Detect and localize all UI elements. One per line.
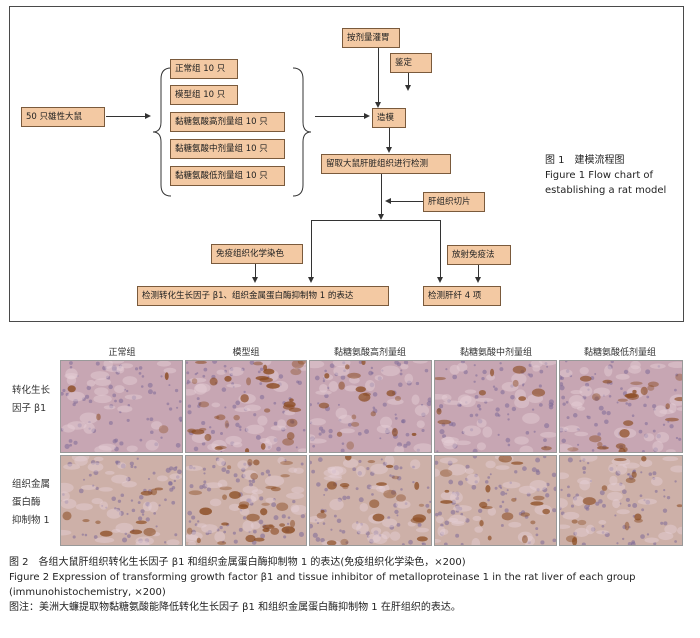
arrow <box>405 85 411 91</box>
micrograph-timp-high <box>309 455 432 546</box>
connector <box>389 128 390 148</box>
box-high-dose-group: 黏糖氨酸高剂量组 10 只 <box>170 112 285 132</box>
box-model-group: 模型组 10 只 <box>170 85 238 105</box>
micrograph-tgf-normal <box>60 360 183 453</box>
arrow <box>375 102 381 108</box>
figure1-flowchart: 50 只雄性大鼠 正常组 10 只 模型组 10 只 黏糖氨酸高剂量组 10 只… <box>9 6 684 322</box>
figure2-caption: 图 2 各组大鼠肝组织转化生长因子 β1 和组织金属蛋白酶抑制物 1 的表达(免… <box>9 555 689 615</box>
arrow <box>386 147 392 153</box>
box-radioimmunoassay: 放射免疫法 <box>447 245 511 265</box>
column-header-normal: 正常组 <box>108 348 136 358</box>
column-header-high-dose: 黏糖氨酸高剂量组 <box>333 348 406 358</box>
micrograph-tgf-model <box>185 360 307 453</box>
box-rats: 50 只雄性大鼠 <box>21 107 105 127</box>
left-brace <box>151 67 173 197</box>
connector <box>255 264 256 278</box>
figure1-caption: 图 1 建模流程图 Figure 1 Flow chart of establi… <box>545 153 666 198</box>
connector <box>381 174 382 215</box>
box-identify: 鉴定 <box>390 53 432 73</box>
figure2-caption-cn: 图 2 各组大鼠肝组织转化生长因子 β1 和组织金属蛋白酶抑制物 1 的表达(免… <box>9 557 466 568</box>
micrograph-timp-mid <box>434 455 557 546</box>
connector <box>440 220 441 278</box>
right-brace <box>291 67 313 197</box>
figure1-caption-cn: 图 1 建模流程图 <box>545 155 625 166</box>
connector <box>106 116 146 117</box>
box-normal-group: 正常组 10 只 <box>170 59 238 79</box>
arrow <box>364 113 370 119</box>
box-ihc-staining: 免疫组织化学染色 <box>211 244 303 264</box>
arrow <box>475 277 481 283</box>
connector <box>311 220 441 221</box>
micrograph-timp-model <box>185 455 307 546</box>
micrograph-timp-low <box>559 455 683 546</box>
arrow <box>308 277 314 283</box>
figure2-caption-en-1: Figure 2 Expression of transforming grow… <box>9 572 636 583</box>
micrograph-tgf-mid <box>434 360 557 453</box>
arrow <box>252 277 258 283</box>
connector <box>378 48 379 103</box>
micrograph-timp-normal <box>60 455 183 546</box>
micrograph-tgf-low <box>559 360 683 453</box>
figure1-caption-en-2: establishing a rat model <box>545 185 667 196</box>
column-header-mid-dose: 黏糖氨酸中剂量组 <box>459 348 532 358</box>
arrow <box>378 214 384 220</box>
box-liver-slice: 肝组织切片 <box>423 192 485 212</box>
arrow <box>145 113 151 119</box>
arrow <box>437 277 443 283</box>
row-label-timp: 组织金属 蛋白酶 抑制物 1 <box>12 479 51 526</box>
box-mid-dose-group: 黏糖氨酸中剂量组 10 只 <box>170 139 285 159</box>
arrow <box>385 198 391 204</box>
box-low-dose-group: 黏糖氨酸低剂量组 10 只 <box>170 166 285 186</box>
connector <box>408 73 409 85</box>
connector <box>391 201 423 202</box>
box-gavage: 按剂量灌胃 <box>342 28 400 48</box>
figure2-caption-en-2: (immunohistochemistry, ×200) <box>9 587 166 598</box>
column-header-model: 模型组 <box>232 348 260 358</box>
connector <box>315 116 365 117</box>
box-detect-tgf-timp: 检测转化生长因子 β1、组织金属蛋白酶抑制物 1 的表达 <box>137 286 389 306</box>
box-modeling: 造模 <box>372 108 406 128</box>
box-detect-liver-fibrosis: 检测肝纤 4 项 <box>423 286 501 306</box>
column-header-low-dose: 黏糖氨酸低剂量组 <box>583 348 656 358</box>
figure1-caption-en-1: Figure 1 Flow chart of <box>545 170 654 181</box>
connector <box>311 220 312 278</box>
connector <box>478 265 479 278</box>
box-liver-tissue-test: 留取大鼠肝脏组织进行检测 <box>321 154 451 174</box>
micrograph-tgf-high <box>309 360 432 453</box>
figure2-caption-note: 图注：美洲大蠊提取物黏糖氨酸能降低转化生长因子 β1 和组织金属蛋白酶抑制物 1… <box>9 602 461 613</box>
row-label-tgf: 转化生长 因子 β1 <box>12 385 51 414</box>
